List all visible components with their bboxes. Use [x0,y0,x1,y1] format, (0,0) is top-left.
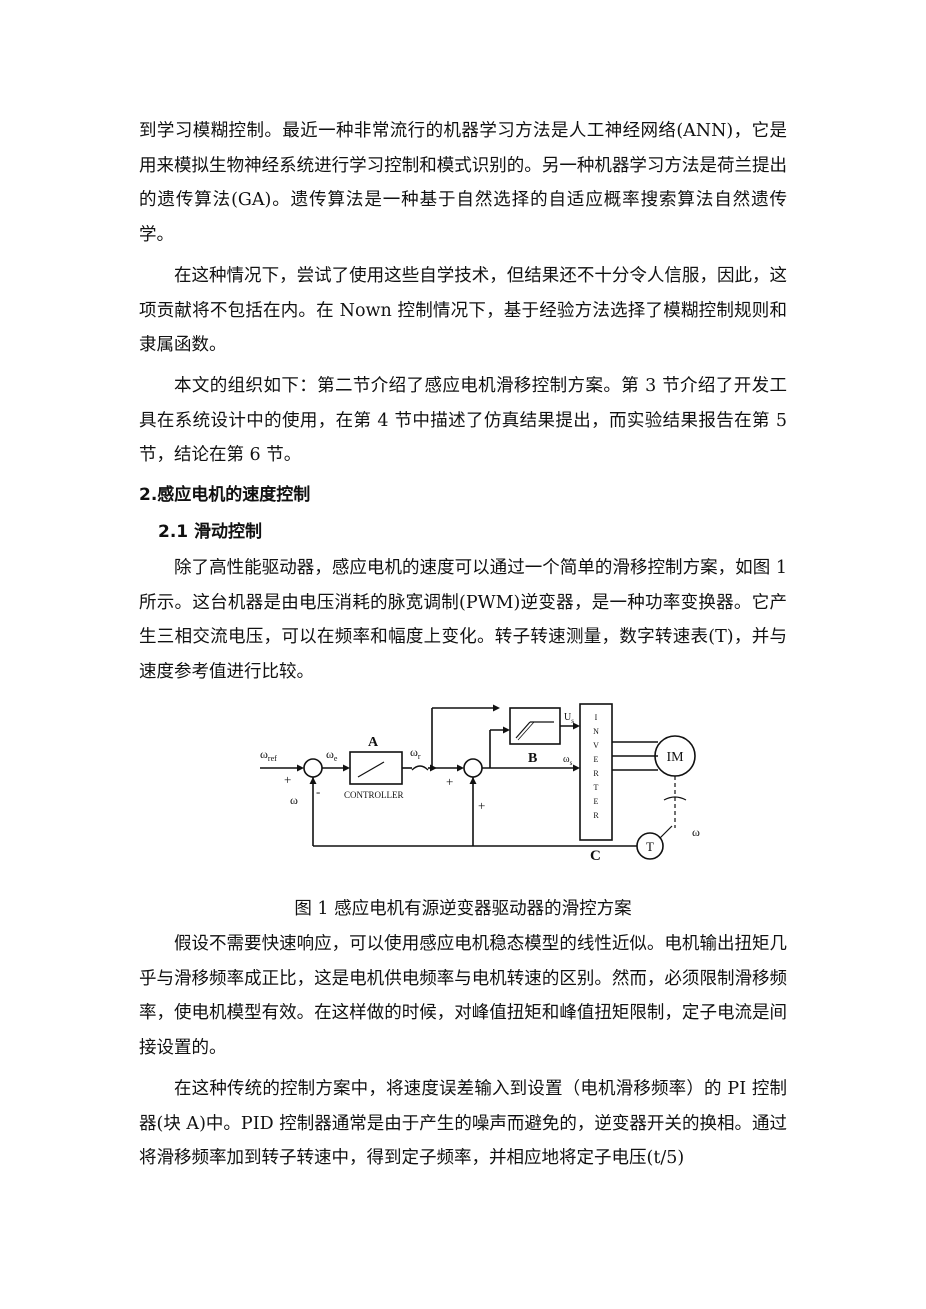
paragraph-1: 到学习模糊控制。最近一种非常流行的机器学习方法是人工神经网络(ANN)，它是用来… [139,121,787,245]
svg-text:N: N [593,727,599,736]
label-omega-e: ωe [326,747,338,763]
label-plus-3: + [478,798,485,813]
label-omega-ref: ωref [260,747,277,763]
label-plus-2: + [446,774,453,789]
paragraph-5: 假设不需要快速响应，可以使用感应电机稳态模型的线性近似。电机输出扭矩几乎与滑移频… [139,934,787,1058]
section-heading-2-1: 2.1 滑动控制 [158,522,263,542]
section-heading-2: 2.感应电机的速度控制 [139,485,311,505]
label-omega-s: ωs [563,754,573,767]
svg-text:R: R [593,811,599,820]
svg-text:V: V [593,741,599,750]
label-block-b: B [528,751,537,766]
label-omega-r: ωr [410,745,421,761]
svg-text:T: T [594,783,599,792]
label-omega-shaft: ω [692,825,700,839]
label-us: Us [564,712,574,725]
paragraph-3: 本文的组织如下：第二节介绍了感应电机滑移控制方案。第 3 节介绍了开发工具在系统… [139,376,787,466]
paragraph-4: 除了高性能驱动器，感应电机的速度可以通过一个简单的滑移控制方案，如图 1 所示。… [139,558,787,682]
label-plus-1: + [284,772,291,787]
svg-text:E: E [594,755,599,764]
label-tacho: T [646,839,654,854]
voltage-block [509,707,561,745]
label-controller: CONTROLLER [344,790,404,800]
label-block-c: C [590,848,601,864]
controller-block [349,751,403,785]
inverter-label: I N V E R T E R [593,713,599,820]
svg-text:I: I [595,713,598,722]
svg-text:E: E [594,797,599,806]
summing-junction-2 [463,758,483,778]
summing-junction-1 [303,758,323,778]
label-minus-1: - [316,784,320,799]
svg-text:R: R [593,769,599,778]
paragraph-2: 在这种情况下，尝试了使用这些自学技术，但结果还不十分令人信服，因此，这项贡献将不… [139,266,787,356]
label-block-a: A [368,735,379,750]
label-motor: IM [666,750,684,765]
paragraph-6: 在这种传统的控制方案中，将速度误差输入到设置（电机滑移频率）的 PI 控制器(块… [139,1079,787,1169]
slip-control-diagram: ωref ωe A CONTROLLER ωr + - ω + + B Us ω… [260,703,700,864]
inverter-block [579,703,613,841]
figure-caption: 图 1 感应电机有源逆变器驱动器的滑控方案 [294,899,632,919]
label-omega-feedback: ω [290,793,298,807]
